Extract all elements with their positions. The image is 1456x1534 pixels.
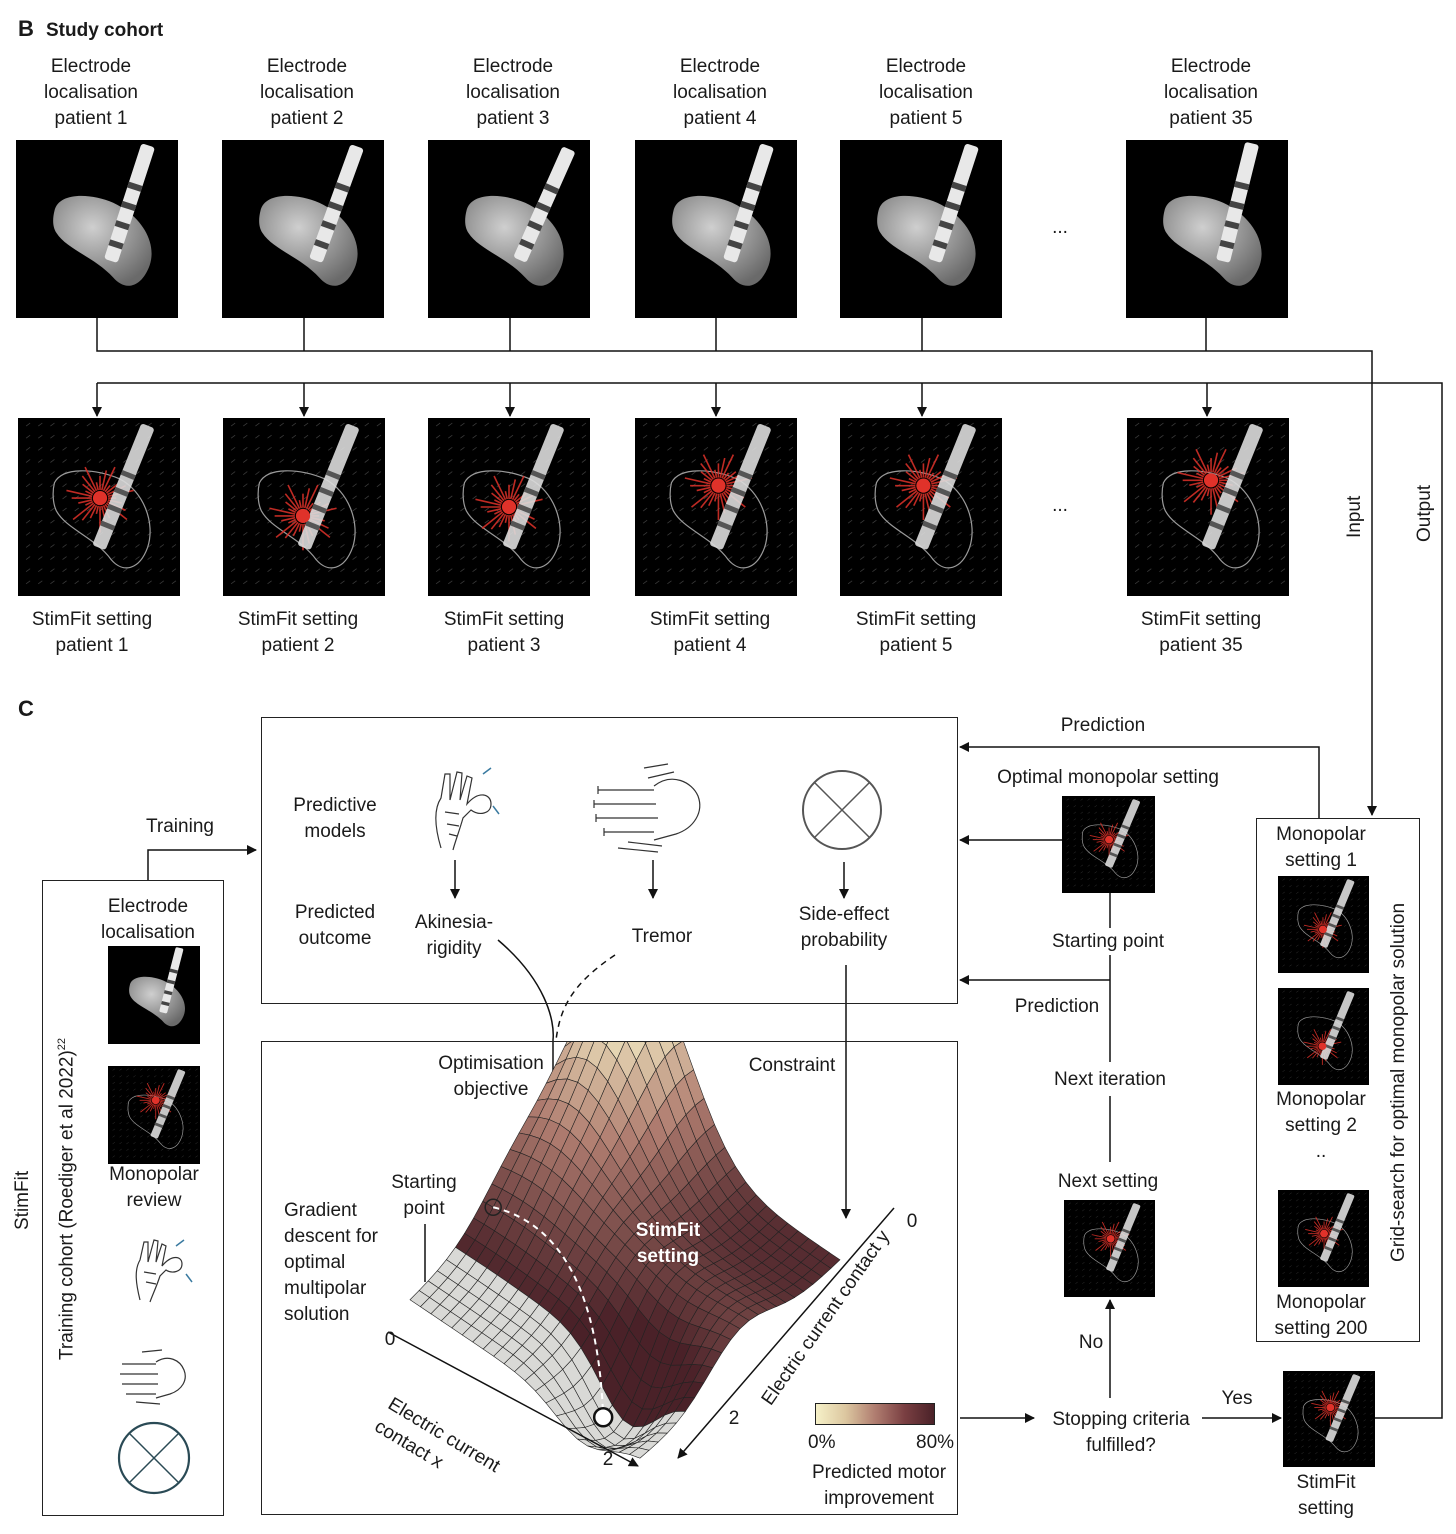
- stimfit-image-patient-1: [18, 418, 180, 596]
- panel-c-letter: C: [18, 696, 34, 721]
- monopolar-setting-2-image: [1278, 988, 1369, 1085]
- axis-x-tick-2: 2: [602, 1449, 614, 1470]
- side-effect-probability-label: Side-effect probability: [798, 904, 890, 951]
- training-cohort-box: [42, 880, 224, 1516]
- training-label: Training: [146, 816, 214, 837]
- optimal-monopolar-image: [1062, 796, 1155, 893]
- electrode-image-patient-5: [840, 140, 1002, 318]
- prediction-mid-label: Prediction: [1014, 996, 1100, 1017]
- stimfit-image-patient-35: [1127, 418, 1289, 596]
- colorbar-max-label: 80%: [916, 1432, 955, 1453]
- optimisation-surface-plot: [387, 1042, 895, 1467]
- electrode-label-patient-3: Electrode localisation patient 3: [466, 56, 560, 129]
- next-iteration-label: Next iteration: [1054, 1069, 1166, 1090]
- electrode-label-patient-5: Electrode localisation patient 5: [879, 56, 973, 129]
- training-monopolar-image: [108, 1066, 200, 1164]
- ellipsis-row-2: ...: [1052, 495, 1068, 516]
- stimfit-setting-surface-label: StimFit setting: [635, 1220, 701, 1267]
- stimfit-image-patient-2: [223, 418, 385, 596]
- training-side-effect-icon: [117, 1421, 191, 1495]
- stimfit-label-patient-35: StimFit setting patient 35: [1140, 609, 1262, 656]
- axis-y-tick-0: 0: [906, 1211, 918, 1232]
- yes-label: Yes: [1221, 1388, 1253, 1409]
- electrode-image-patient-4: [635, 140, 797, 318]
- ellipsis-row-1: ...: [1052, 217, 1068, 238]
- next-setting-label: Next setting: [1057, 1171, 1159, 1192]
- monopolar-setting-200-image: [1278, 1190, 1369, 1287]
- monopolar-dots: ..: [1315, 1141, 1327, 1162]
- gradient-descent-label: Gradient descent for optimal multipolar …: [284, 1200, 378, 1325]
- training-electrode-localisation-label: Electrode localisation: [101, 896, 195, 943]
- predicted-outcome-label: Predicted outcome: [294, 902, 376, 949]
- monopolar-review-label: Monopolar review: [109, 1164, 199, 1211]
- training-electrode-image: [108, 946, 200, 1044]
- panel-b-letter: B: [18, 16, 34, 41]
- colorbar-min-label: 0%: [808, 1432, 836, 1453]
- constraint-label: Constraint: [748, 1055, 836, 1076]
- stimfit-side-label: StimFit: [12, 1170, 33, 1230]
- axis-x-tick-0: 0: [384, 1329, 396, 1350]
- monopolar-setting-1-image: [1278, 876, 1369, 973]
- electrode-image-patient-2: [222, 140, 384, 318]
- training-cohort-label: Training cohort (Roediger et al 2022)22: [56, 1038, 78, 1360]
- monopolar-setting-2-label: Monopolar setting 2: [1276, 1089, 1366, 1136]
- predictive-models-label: Predictive models: [293, 795, 377, 842]
- tremor-label: Tremor: [631, 926, 693, 947]
- starting-point-surface-label: Starting point: [391, 1172, 457, 1219]
- side-effect-icon: [802, 770, 882, 850]
- training-cohort-reference: 22: [56, 1037, 68, 1051]
- electrode-image-patient-35: [1126, 140, 1288, 318]
- colorbar: [815, 1403, 935, 1425]
- akinesia-hand-icon: [435, 767, 500, 851]
- training-hand-tremor-icon: [120, 1349, 186, 1405]
- tremor-hand-icon: [593, 763, 701, 853]
- optimal-monopolar-label: Optimal monopolar setting: [997, 767, 1219, 788]
- electrode-label-patient-2: Electrode localisation patient 2: [260, 56, 354, 129]
- stimfit-label-patient-3: StimFit setting patient 3: [443, 609, 565, 656]
- electrode-label-patient-4: Electrode localisation patient 4: [673, 56, 767, 129]
- stimfit-label-patient-4: StimFit setting patient 4: [649, 609, 771, 656]
- stimfit-image-patient-3: [428, 418, 590, 596]
- monopolar-setting-200-label: Monopolar setting 200: [1274, 1292, 1368, 1339]
- electrode-label-patient-1: Electrode localisation patient 1: [44, 56, 138, 129]
- akinesia-rigidity-label: Akinesia- rigidity: [414, 912, 494, 959]
- electrode-label-patient-35: Electrode localisation patient 35: [1164, 56, 1258, 129]
- axis-y-tick-2: 2: [728, 1408, 740, 1429]
- electrode-image-patient-3: [428, 140, 590, 318]
- stimfit-label-patient-1: StimFit setting patient 1: [31, 609, 153, 656]
- stimfit-label-patient-2: StimFit setting patient 2: [237, 609, 359, 656]
- panel-b-title: Study cohort: [46, 20, 164, 41]
- electrode-image-patient-1: [16, 140, 178, 318]
- next-setting-image: [1064, 1200, 1155, 1297]
- monopolar-setting-1-label: Monopolar setting 1: [1276, 824, 1366, 871]
- predictive-models-box: [261, 717, 958, 1004]
- colorbar-title: Predicted motor improvement: [811, 1462, 947, 1509]
- grid-search-label: Grid-search for optimal monopolar soluti…: [1388, 902, 1409, 1262]
- training-cohort-text: Training cohort (Roediger et al 2022): [56, 1050, 78, 1360]
- stopping-criteria-label: Stopping criteria fulfilled?: [1052, 1409, 1190, 1456]
- starting-point-label: Starting point: [1052, 931, 1164, 952]
- stimfit-setting-final-image: [1283, 1371, 1375, 1467]
- stimfit-image-patient-5: [840, 418, 1002, 596]
- optimisation-objective-label: Optimisation objective: [438, 1053, 544, 1100]
- no-label: No: [1078, 1332, 1104, 1353]
- stimfit-setting-final-label: StimFit setting: [1296, 1472, 1356, 1519]
- stimfit-image-patient-4: [635, 418, 797, 596]
- training-hand-okay-icon: [135, 1239, 193, 1303]
- stimfit-label-patient-5: StimFit setting patient 5: [855, 609, 977, 656]
- prediction-top-label: Prediction: [1060, 715, 1146, 736]
- grid-search-box: [1256, 818, 1420, 1342]
